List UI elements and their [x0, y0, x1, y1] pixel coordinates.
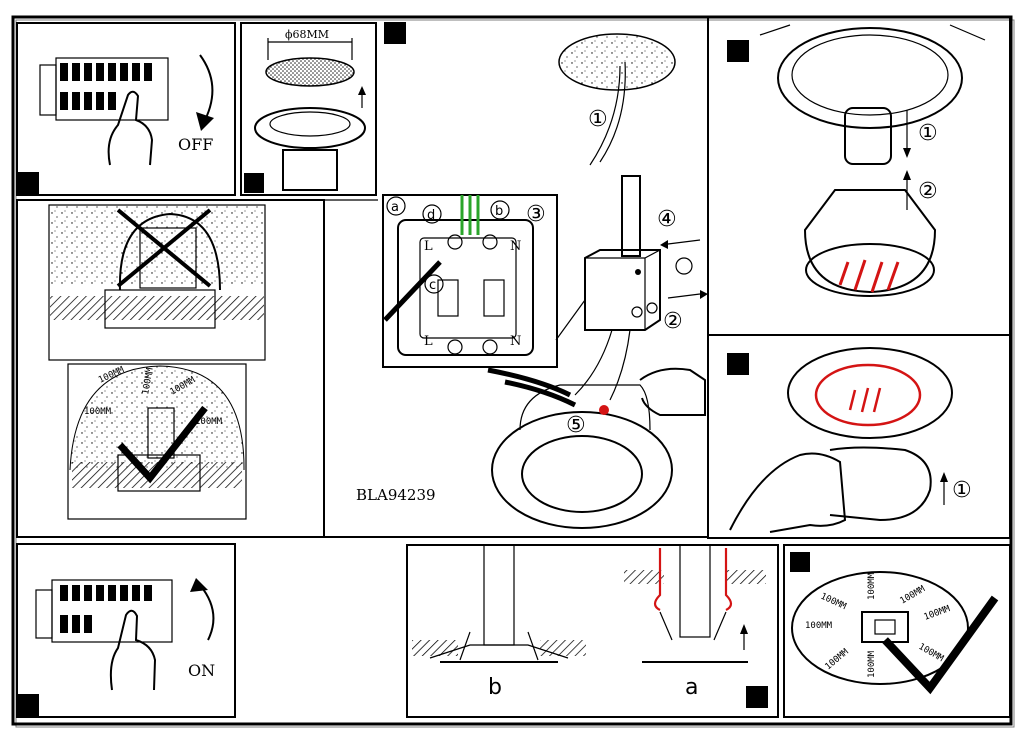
panel-mounting: b a — [406, 544, 779, 718]
step-2-label: ② — [663, 309, 683, 334]
lamp-step-2: ② — [918, 179, 938, 204]
top-clearance-down: 100MM — [867, 650, 877, 678]
clearance-up: 100MM — [141, 367, 156, 396]
corner-marker-icon — [746, 686, 768, 708]
hand-icon — [729, 452, 847, 533]
top-clearance-lower-left: 100MM — [824, 647, 852, 672]
remove-step-1: ① — [952, 478, 972, 503]
top-clearance-upper-right: 100MM — [899, 584, 928, 606]
step-4-label: ④ — [657, 207, 677, 232]
panel-cutout-size: ϕ68MM — [240, 22, 377, 196]
corner-marker-icon — [727, 353, 749, 375]
check-mark-icon — [117, 405, 208, 484]
corner-marker-icon — [17, 694, 39, 716]
corner-marker-icon — [244, 173, 264, 193]
hand-icon — [109, 609, 157, 691]
top-clearance-upper-left: 100MM — [819, 592, 848, 613]
panel-clearance: 100MM 100MM 100MM 100MM 100MM — [16, 199, 708, 538]
terminal-L-top: L — [424, 239, 433, 254]
on-label: ON — [188, 661, 215, 680]
top-clearance-up: 100MM — [867, 572, 877, 600]
terminal-N-top: N — [510, 239, 521, 254]
hand-icon — [639, 367, 706, 416]
step-3-label: ③ — [526, 202, 546, 227]
mount-b-label: b — [488, 675, 502, 700]
top-clearance-left: 100MM — [805, 621, 833, 631]
wire-d-label: d — [427, 208, 435, 223]
breaker-switch-icon — [39, 57, 169, 121]
mount-a-label: a — [685, 675, 698, 700]
rotate-arrow-icon — [199, 54, 214, 121]
corner-marker-icon — [384, 22, 406, 44]
step-1-label: ① — [588, 107, 608, 132]
panel-remove-ring: ① — [707, 334, 1011, 539]
panel-wiring: ① L N L N a d b c ③ — [356, 22, 708, 529]
diameter-label: ϕ68MM — [285, 28, 329, 41]
wire-a-label: a — [391, 200, 399, 215]
terminal-N-bottom: N — [510, 334, 521, 349]
terminal-L-bottom: L — [424, 334, 433, 349]
panel-clearance-top: 100MM 100MM 100MM 100MM 100MM 100MM 100M… — [783, 544, 1011, 718]
clearance-left: 100MM — [84, 407, 112, 417]
wire-b-label: b — [495, 204, 503, 219]
corner-marker-icon — [17, 172, 39, 194]
model-number: BLA94239 — [356, 486, 436, 504]
top-clearance-right: 100MM — [923, 604, 952, 623]
wire-c-label: c — [429, 278, 436, 293]
corner-marker-icon — [727, 40, 749, 62]
fixture-ring — [491, 411, 673, 529]
top-clearance-lower-right: 100MM — [917, 642, 946, 664]
clearance-right: 100MM — [195, 417, 223, 427]
off-label: OFF — [178, 135, 213, 154]
panel-power-on: ON — [16, 543, 236, 718]
check-mark-icon — [882, 595, 999, 695]
step-5-label: ⑤ — [566, 413, 586, 438]
panel-lamp-insert: ① ② — [707, 16, 1011, 336]
hand-icon — [107, 90, 154, 166]
rotate-arrow-icon — [199, 584, 215, 641]
panel-power-off: OFF — [16, 22, 236, 196]
corner-marker-icon — [790, 552, 810, 572]
lamp-step-1: ① — [918, 121, 938, 146]
